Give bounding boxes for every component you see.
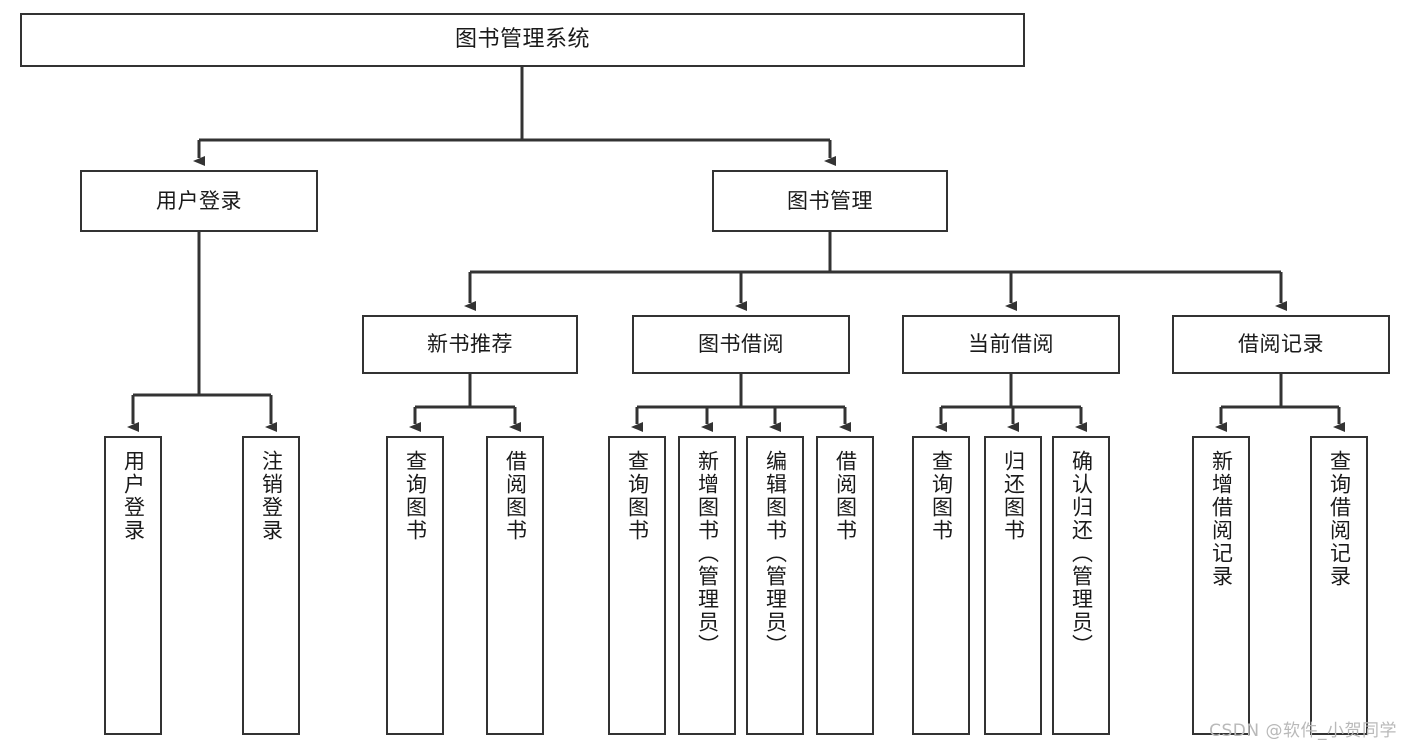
node-label: 注销登录 xyxy=(259,450,284,542)
node-leaf-bookborrow-edit-book[interactable]: 编辑图书（管理员） xyxy=(746,436,804,735)
node-book-management[interactable]: 图书管理 xyxy=(712,170,948,232)
node-label: 新增图书（管理员） xyxy=(695,450,720,657)
node-leaf-bookborrow-borrow-book[interactable]: 借阅图书 xyxy=(816,436,874,735)
node-label: 图书管理系统 xyxy=(454,27,590,53)
node-leaf-user-login[interactable]: 用户登录 xyxy=(104,436,162,735)
node-label: 借阅图书 xyxy=(833,450,858,542)
node-label: 编辑图书（管理员） xyxy=(763,450,788,657)
node-leaf-borrowrecord-add[interactable]: 新增借阅记录 xyxy=(1192,436,1250,735)
node-leaf-user-logout[interactable]: 注销登录 xyxy=(242,436,300,735)
node-label: 查询图书 xyxy=(403,450,428,542)
node-leaf-currentborrow-confirm-return[interactable]: 确认归还（管理员） xyxy=(1052,436,1110,735)
node-current-borrow[interactable]: 当前借阅 xyxy=(902,315,1120,374)
node-leaf-currentborrow-query-book[interactable]: 查询图书 xyxy=(912,436,970,735)
node-label: 图书管理 xyxy=(787,188,873,213)
node-label: 查询图书 xyxy=(929,450,954,542)
node-user-login[interactable]: 用户登录 xyxy=(80,170,318,232)
node-leaf-bookborrow-query-book[interactable]: 查询图书 xyxy=(608,436,666,735)
node-label: 用户登录 xyxy=(121,450,146,542)
node-leaf-bookborrow-add-book[interactable]: 新增图书（管理员） xyxy=(678,436,736,735)
node-label: 当前借阅 xyxy=(968,332,1054,357)
node-label: 查询图书 xyxy=(625,450,650,542)
node-label: 新增借阅记录 xyxy=(1209,450,1234,588)
node-book-borrow[interactable]: 图书借阅 xyxy=(632,315,850,374)
node-label: 图书借阅 xyxy=(698,332,784,357)
node-leaf-newbook-borrow-book[interactable]: 借阅图书 xyxy=(486,436,544,735)
node-new-book-recommend[interactable]: 新书推荐 xyxy=(362,315,578,374)
node-borrow-record[interactable]: 借阅记录 xyxy=(1172,315,1390,374)
node-label: 归还图书 xyxy=(1001,450,1026,542)
node-root-system[interactable]: 图书管理系统 xyxy=(20,13,1025,67)
node-label: 借阅记录 xyxy=(1238,332,1324,357)
node-label: 查询借阅记录 xyxy=(1327,450,1352,588)
node-label: 新书推荐 xyxy=(427,332,513,357)
node-leaf-newbook-query-book[interactable]: 查询图书 xyxy=(386,436,444,735)
node-leaf-currentborrow-return-book[interactable]: 归还图书 xyxy=(984,436,1042,735)
node-label: 确认归还（管理员） xyxy=(1069,450,1094,657)
node-leaf-borrowrecord-query[interactable]: 查询借阅记录 xyxy=(1310,436,1368,735)
node-label: 借阅图书 xyxy=(503,450,528,542)
node-label: 用户登录 xyxy=(156,188,242,213)
